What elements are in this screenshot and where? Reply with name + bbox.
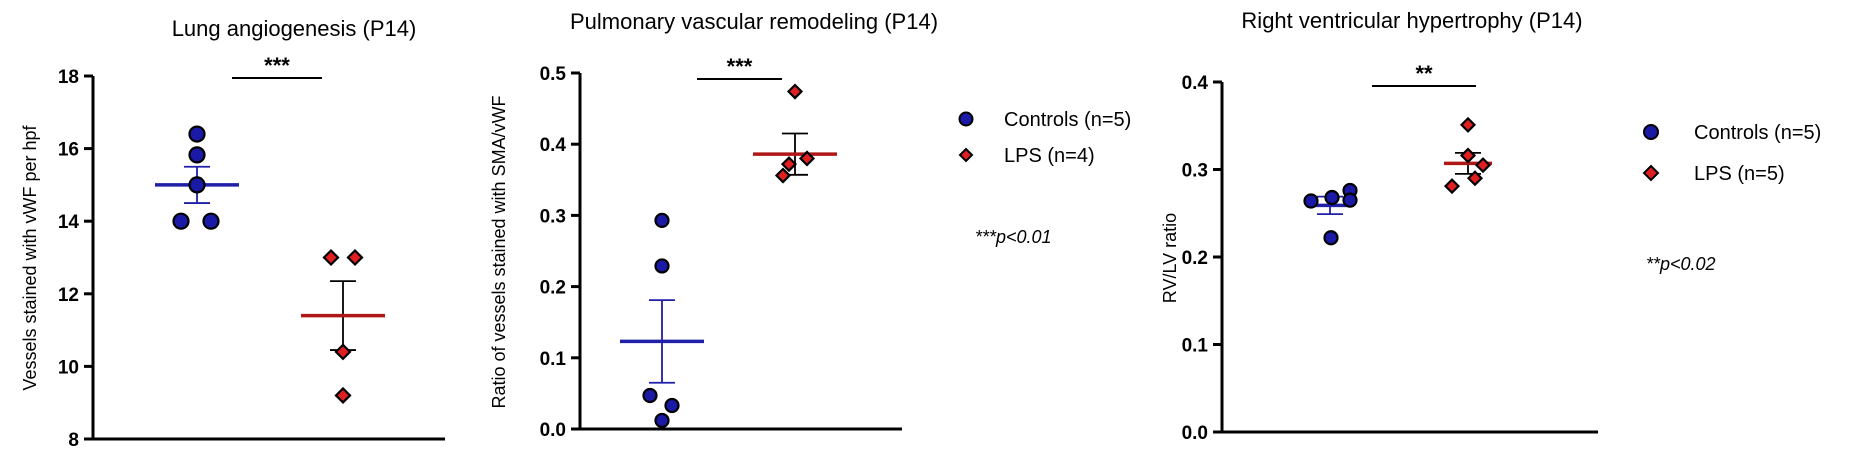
y-tick-label: 0.4 xyxy=(1182,73,1209,94)
y-tick-label: 8 xyxy=(68,430,79,450)
data-point-controls xyxy=(1303,193,1319,209)
legend-lps-marker xyxy=(958,147,974,163)
significance-stars: *** xyxy=(727,54,753,79)
significance-note: **p<0.02 xyxy=(1646,254,1716,274)
legend-controls-marker xyxy=(958,111,974,127)
data-point-lps xyxy=(1466,170,1484,187)
data-point-controls xyxy=(1323,230,1339,246)
y-axis-label: Ratio of vessels stained with SMA/vWF xyxy=(489,95,509,408)
chart-title: Pulmonary vascular remodeling (P14) xyxy=(570,9,938,34)
legend-lps-label: LPS (n=4) xyxy=(1004,145,1095,167)
data-point-controls xyxy=(1324,189,1340,206)
data-point-lps xyxy=(346,248,364,267)
legend-controls-label: Controls (n=5) xyxy=(1694,122,1821,144)
data-point-controls xyxy=(202,212,220,230)
data-point-controls xyxy=(188,176,206,194)
legend-rv-hypertrophy: Controls (n=5) LPS (n=5) **p<0.02 xyxy=(1642,122,1821,274)
y-tick-label: 0.5 xyxy=(540,64,567,85)
data-point-controls xyxy=(654,258,670,274)
data-point-lps xyxy=(1443,178,1461,195)
significance-stars: *** xyxy=(264,53,290,78)
y-tick-label: 12 xyxy=(58,285,79,306)
data-point-lps xyxy=(780,156,798,173)
y-axis-label: RV/LV ratio xyxy=(1160,213,1180,303)
legend-pulmonary: Controls (n=5) LPS (n=4) ***p<0.01 xyxy=(958,109,1131,247)
legend-controls-marker xyxy=(1643,124,1659,140)
y-tick-label: 0.3 xyxy=(540,206,566,227)
data-point-controls xyxy=(172,212,190,230)
data-point-lps xyxy=(1459,147,1477,164)
data-point-lps xyxy=(798,150,816,167)
y-tick-label: 14 xyxy=(58,212,80,233)
data-point-lps xyxy=(774,167,792,184)
data-point-lps xyxy=(334,386,352,404)
y-tick-label: 0.3 xyxy=(1182,161,1208,182)
legend-controls-label: Controls (n=5) xyxy=(1004,109,1131,131)
y-tick-label: 0.0 xyxy=(1182,423,1208,444)
data-point-controls xyxy=(188,146,206,164)
significance-stars: ** xyxy=(1415,61,1433,86)
significance-note: ***p<0.01 xyxy=(975,227,1052,247)
y-axis-label: Vessels stained with vWF per hpf xyxy=(20,124,40,390)
y-tick-label: 0.2 xyxy=(1182,248,1208,269)
legend-lps-label: LPS (n=5) xyxy=(1694,163,1785,185)
data-point-lps xyxy=(1459,116,1477,133)
data-point-lps xyxy=(1474,157,1492,174)
data-point-controls xyxy=(188,125,206,143)
data-point-lps xyxy=(786,83,804,100)
y-tick-label: 0.0 xyxy=(540,420,566,441)
chart-title: Right ventricular hypertrophy (P14) xyxy=(1241,8,1582,33)
legend-lps-marker xyxy=(1642,164,1660,182)
y-tick-label: 16 xyxy=(58,140,79,161)
chart-lung-angiogenesis: Lung angiogenesis (P14) Vessels stained … xyxy=(20,16,445,450)
data-point-controls xyxy=(664,397,680,414)
y-tick-label: 0.1 xyxy=(540,349,567,370)
y-tick-label: 10 xyxy=(58,357,79,378)
data-point-lps xyxy=(334,343,352,361)
chart-right-ventricular-hypertrophy: Right ventricular hypertrophy (P14) RV/L… xyxy=(1160,8,1598,444)
y-tick-label: 0.4 xyxy=(540,135,567,156)
chart-pulmonary-vascular-remodeling: Pulmonary vascular remodeling (P14) Rati… xyxy=(489,9,938,441)
data-point-lps xyxy=(322,248,340,267)
data-point-controls xyxy=(1342,192,1358,208)
y-tick-label: 0.2 xyxy=(540,278,566,299)
data-point-controls xyxy=(654,212,670,228)
y-tick-label: 0.1 xyxy=(1182,336,1209,357)
data-point-controls xyxy=(654,412,670,429)
chart-title: Lung angiogenesis (P14) xyxy=(172,16,417,41)
y-tick-label: 18 xyxy=(58,67,79,88)
data-point-controls xyxy=(642,387,658,404)
